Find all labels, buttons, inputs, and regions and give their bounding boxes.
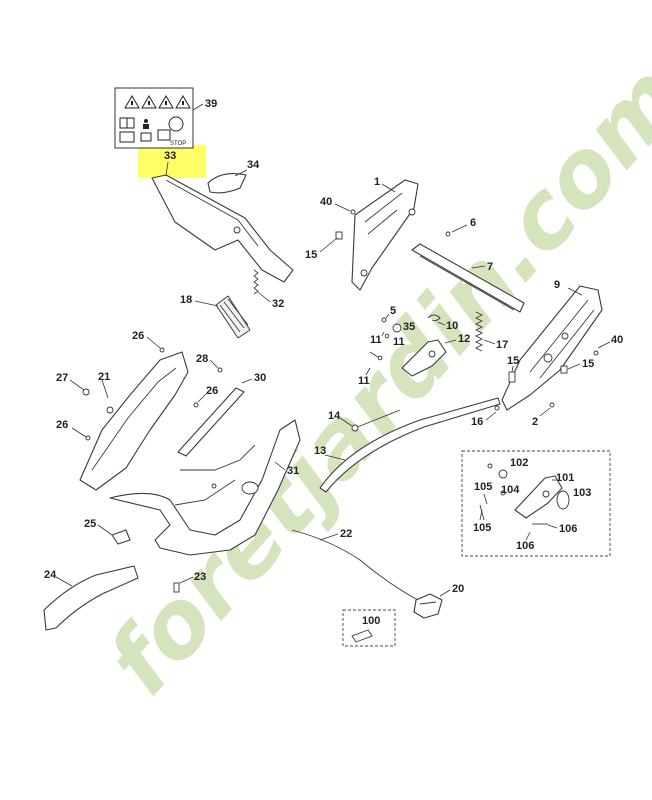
part-14-pin	[354, 409, 401, 429]
part-12-lever	[401, 339, 447, 377]
label-9: 9	[554, 279, 560, 291]
label-33: 33	[164, 150, 176, 162]
part-34-cover	[207, 173, 247, 194]
part-1-bracket	[351, 179, 419, 291]
label-105a: 105	[474, 481, 492, 493]
label-2: 2	[532, 416, 538, 428]
label-31: 31	[287, 465, 299, 477]
label-28: 28	[196, 353, 208, 365]
label-18: 18	[180, 294, 192, 306]
label-101: 101	[556, 472, 574, 484]
label-15c: 15	[582, 358, 594, 370]
part-32-spring	[253, 269, 259, 295]
part-22-cable	[291, 529, 419, 601]
part-7-axle	[411, 231, 525, 313]
label-26b: 26	[56, 419, 68, 431]
label-26c: 26	[206, 385, 218, 397]
label-102: 102	[510, 457, 528, 469]
label-14: 14	[328, 410, 341, 422]
label-104: 104	[501, 484, 520, 496]
part-18-plate	[215, 295, 251, 339]
label-5: 5	[390, 305, 396, 317]
label-105b: 105	[473, 522, 491, 534]
label-1: 1	[374, 176, 380, 188]
label-26a: 26	[132, 330, 144, 342]
stop-text: STOP	[170, 141, 186, 147]
label-11b: 11	[393, 336, 405, 348]
label-32: 32	[272, 298, 284, 310]
label-13: 13	[314, 445, 326, 457]
label-106a: 106	[559, 523, 577, 535]
inset-100	[342, 609, 396, 647]
inset-parts: 102 101 103 104 105 105 106 106	[473, 457, 591, 552]
label-11c: 11	[358, 375, 370, 387]
inset-101-106	[461, 450, 611, 557]
highlight-box	[138, 145, 206, 178]
label-40a: 40	[320, 196, 332, 208]
label-27: 27	[56, 372, 68, 384]
part-31-frame	[109, 419, 301, 556]
part-17-spring	[474, 311, 484, 352]
part-21-housing	[79, 351, 189, 491]
label-25: 25	[84, 518, 96, 530]
label-12: 12	[458, 333, 470, 345]
label-40b: 40	[611, 334, 623, 346]
part-25-clip	[111, 529, 131, 545]
label-15b: 15	[507, 355, 519, 367]
label-39: 39	[205, 98, 217, 110]
part-24-grip	[43, 565, 139, 631]
manual-icon	[119, 117, 135, 143]
part-9-bracket	[501, 285, 603, 411]
label-23: 23	[194, 571, 206, 583]
label-15a: 15	[305, 249, 317, 261]
label-34: 34	[247, 159, 260, 171]
label-106b: 106	[516, 540, 534, 552]
label-17: 17	[496, 339, 508, 351]
safety-decal: STOP	[114, 87, 194, 149]
stop-icon: STOP	[157, 116, 186, 147]
part-100-washer	[351, 629, 373, 643]
label-7: 7	[487, 261, 493, 273]
label-22: 22	[340, 528, 352, 540]
label-11a: 11	[370, 334, 382, 346]
label-20: 20	[452, 583, 464, 595]
label-24: 24	[44, 569, 57, 581]
label-35: 35	[403, 321, 415, 333]
label-100: 100	[362, 615, 380, 627]
label-30: 30	[254, 372, 266, 384]
operator-icon	[140, 119, 152, 142]
label-16: 16	[471, 416, 483, 428]
part-13-rod	[319, 397, 501, 493]
part-20-knob	[413, 593, 443, 619]
label-6: 6	[470, 217, 476, 229]
part-33-shield	[151, 174, 294, 283]
label-10: 10	[446, 320, 458, 332]
part-30-bar	[177, 387, 245, 457]
part-10-clip	[427, 314, 441, 322]
label-21: 21	[98, 371, 110, 383]
label-103: 103	[573, 487, 591, 499]
